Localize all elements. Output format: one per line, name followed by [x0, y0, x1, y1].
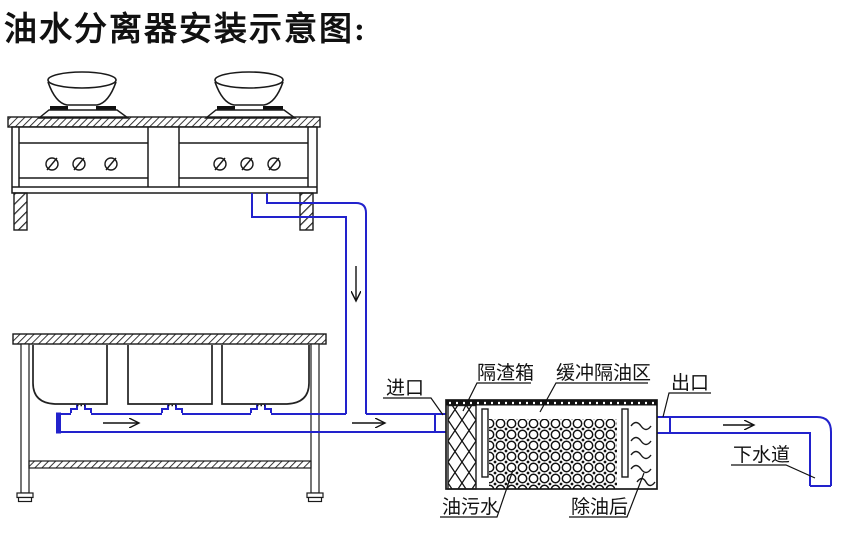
outlet-sewer-pipe — [657, 416, 832, 487]
outlet-label: 出口 — [671, 372, 709, 394]
callout-residue-box: 隔渣箱 — [462, 362, 534, 412]
knob-icon — [213, 157, 227, 171]
knob-icon — [267, 157, 281, 171]
baffle-plate-left — [481, 408, 489, 478]
wok-left-icon — [37, 71, 131, 119]
stove-drain-pipe-inner — [266, 193, 367, 414]
sink-foot-left — [16, 492, 34, 503]
callouts: 进口 隔渣箱 缓冲隔油区 出口 下水道 油污水 — [383, 362, 816, 518]
stove-body — [11, 126, 318, 194]
sink-leg-left — [20, 343, 30, 494]
residue-screen — [447, 404, 477, 490]
knob-icon — [104, 157, 118, 171]
drain-piping — [56, 193, 832, 487]
callout-sewer: 下水道 — [731, 444, 816, 479]
basin-1 — [32, 345, 108, 405]
stove-drain-pipe-outer — [251, 193, 347, 414]
basin-2 — [127, 345, 213, 405]
page-title: 油水分离器安装示意图: — [4, 12, 367, 48]
wok-right-icon — [204, 71, 298, 119]
knob-icon — [240, 157, 254, 171]
separator-lid — [446, 400, 657, 406]
sink-table — [12, 333, 327, 503]
callout-outlet: 出口 — [662, 372, 711, 418]
knob-icon — [45, 157, 59, 171]
buffer-oil-zone-label: 缓冲隔油区 — [556, 362, 651, 384]
basin-3 — [221, 345, 310, 405]
callout-oily-water: 油污水 — [440, 469, 514, 518]
stove-leg-right — [299, 192, 314, 231]
callout-after-oil-removal: 除油后 — [569, 472, 645, 518]
main-waste-pipe — [56, 412, 446, 434]
stove-leg-left — [13, 192, 28, 231]
inlet-label: 进口 — [386, 377, 424, 399]
sink-shelf — [28, 460, 312, 469]
baffle-plate-right — [621, 408, 629, 478]
coalescing-media — [489, 419, 617, 489]
stove-knobs — [45, 157, 281, 171]
flow-arrows — [103, 266, 753, 425]
sewer-label: 下水道 — [733, 444, 790, 466]
sink-countertop — [12, 333, 327, 345]
separator-box — [445, 399, 658, 490]
stove — [7, 71, 321, 231]
clean-water-waves-icon — [630, 421, 656, 487]
after-oil-removal-label: 除油后 — [571, 496, 628, 518]
callout-inlet: 进口 — [383, 377, 444, 416]
stove-countertop — [7, 116, 321, 128]
residue-box-label: 隔渣箱 — [477, 362, 534, 384]
oily-water-label: 油污水 — [442, 496, 499, 518]
basin-drain-trap — [70, 404, 272, 413]
sink-basins — [32, 345, 310, 405]
knob-icon — [72, 157, 86, 171]
sink-leg-right — [310, 343, 320, 494]
sink-foot-right — [306, 492, 324, 503]
callout-buffer-oil-zone: 缓冲隔油区 — [539, 362, 651, 413]
